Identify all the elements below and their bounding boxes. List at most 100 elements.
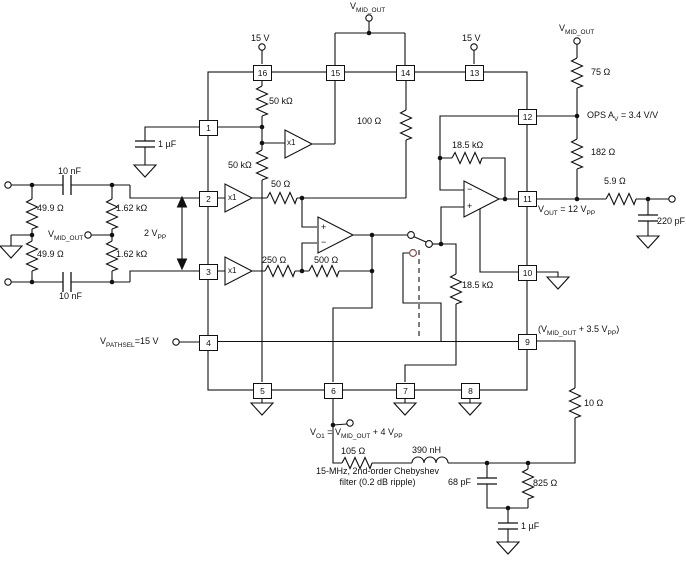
label-r182: 182 Ω <box>591 147 616 157</box>
pin-9: 9 <box>518 334 537 350</box>
label-vmid35: (VMID_OUT + 3.5 VPP) <box>538 324 620 337</box>
label-vo1: VO1 = VMID_OUT + 4 VPP <box>310 427 403 440</box>
d2s-plus-sign: + <box>321 222 327 232</box>
label-l390: 390 nH <box>412 445 442 455</box>
buffer-gain-bot: x1 <box>228 266 237 275</box>
pin8-ground <box>457 398 483 416</box>
pin-15: 15 <box>326 65 345 81</box>
label-r250: 250 Ω <box>262 255 287 265</box>
pin-10: 10 <box>518 265 537 281</box>
input-terminal-plus <box>4 181 12 189</box>
resistor-49.9-top <box>25 198 39 230</box>
ground-input-mid <box>0 245 24 259</box>
label-c10nf-top: 10 nF <box>58 166 82 176</box>
buffer-amp-in-minus <box>224 256 254 286</box>
buffer-gain-top: x1 <box>287 138 296 147</box>
label-vmid-left: VMID_OUT <box>48 229 84 242</box>
label-vpathsel: VPATHSEL=15 V <box>100 336 159 349</box>
pin10-ground <box>536 271 571 290</box>
vo1-probe-terminal <box>346 419 354 427</box>
pin-4: 4 <box>199 335 218 351</box>
label-r50: 50 Ω <box>271 179 291 189</box>
label-r100: 100 Ω <box>357 116 382 126</box>
resistor-49.9-bottom <box>25 240 39 272</box>
filter-note-line1: 15-MHz, 2nd-order Chebyshev <box>315 466 440 476</box>
pin-1: 1 <box>199 120 218 136</box>
label-r18k-bot: 18.5 kΩ <box>462 280 494 290</box>
label-r499-top: 49.9 Ω <box>37 203 64 213</box>
supply-terminal-pin13 <box>470 43 478 51</box>
filter-note-line2: filter (0.2 dB ripple) <box>339 477 416 487</box>
filter-return <box>528 340 582 464</box>
pin7-ground <box>392 398 418 416</box>
pin-11: 11 <box>518 191 537 207</box>
output-network <box>536 192 669 249</box>
pin5-ground <box>249 398 275 416</box>
switch-pole <box>425 240 433 248</box>
cap-10nf-top <box>62 175 72 195</box>
label-c1uf-left: 1 µF <box>158 139 177 149</box>
path-select-switch <box>402 231 442 342</box>
ops-minus-sign: − <box>467 184 473 194</box>
label-r59: 5.9 Ω <box>604 176 626 186</box>
supply-terminal-pin16 <box>258 43 266 51</box>
resistor-1.62k-bottom <box>105 240 119 272</box>
label-c220: 220 pF <box>657 216 686 226</box>
pin-12: 12 <box>518 109 537 125</box>
label-r500: 500 Ω <box>314 255 339 265</box>
label-15v-pin16: 15 V <box>251 33 270 43</box>
vpp-span-arrow <box>176 195 188 271</box>
label-vout: VOUT = 12 VPP <box>538 204 596 217</box>
ic-outline <box>207 71 528 391</box>
buffer-amp-top <box>284 129 314 159</box>
label-c1uf-bot: 1 µF <box>521 521 540 531</box>
pin-2: 2 <box>199 191 218 207</box>
label-vmid-top: VMID_OUT <box>350 1 386 14</box>
label-r18k-top: 18.5 kΩ <box>452 140 484 150</box>
pin-16: 16 <box>253 65 272 81</box>
label-r162-bot: 1.62 kΩ <box>116 249 148 259</box>
ops-plus-sign: + <box>467 201 473 211</box>
junction-dots <box>29 30 651 511</box>
internal-wires <box>217 80 518 382</box>
pin-5: 5 <box>253 383 272 399</box>
ops-bias-divider <box>536 44 584 199</box>
buffer-gain-mid: x1 <box>228 193 237 202</box>
pin-7: 7 <box>396 383 415 399</box>
label-15v-pin13: 15 V <box>462 33 481 43</box>
pin-14: 14 <box>396 65 415 81</box>
pin-13: 13 <box>465 65 484 81</box>
label-r50k-bot: 50 kΩ <box>228 160 252 170</box>
label-ops-gain: OPS AV = 3.4 V/V <box>587 110 659 123</box>
label-c68: 68 pF <box>448 477 472 487</box>
resistor-1.62k-top <box>105 198 119 230</box>
label-r10: 10 Ω <box>584 398 604 408</box>
filter-note: 15-MHz, 2nd-order Chebyshev filter (0.2 … <box>300 466 455 488</box>
ops-opamp <box>463 180 501 218</box>
d2s-opamp <box>317 216 355 254</box>
cap-10nf-bottom <box>62 272 72 292</box>
label-r105: 105 Ω <box>341 446 366 456</box>
cap-1uf-left <box>132 126 199 178</box>
label-vmid-right: VMID_OUT <box>559 23 595 36</box>
vmid-terminal-top <box>365 14 373 22</box>
label-r50k-top: 50 kΩ <box>269 96 293 106</box>
input-network-wires <box>10 184 199 283</box>
vmid-terminal-left <box>84 231 92 239</box>
buffer-amp-in-plus <box>224 183 254 213</box>
pin-8: 8 <box>461 383 480 399</box>
output-terminal <box>668 195 676 203</box>
label-r825: 825 Ω <box>533 478 558 488</box>
vmid-terminal-right <box>573 37 581 45</box>
pathsel-terminal <box>172 338 180 346</box>
switch-contact-direct <box>407 231 415 239</box>
label-c10nf-bot: 10 nF <box>59 291 83 301</box>
input-terminal-minus <box>4 278 12 286</box>
d2s-minus-sign: − <box>321 237 327 247</box>
switch-contact-filtered <box>409 249 417 257</box>
pin-3: 3 <box>199 264 218 280</box>
pin-6: 6 <box>324 383 343 399</box>
label-r499-bot: 49.9 Ω <box>37 249 64 259</box>
